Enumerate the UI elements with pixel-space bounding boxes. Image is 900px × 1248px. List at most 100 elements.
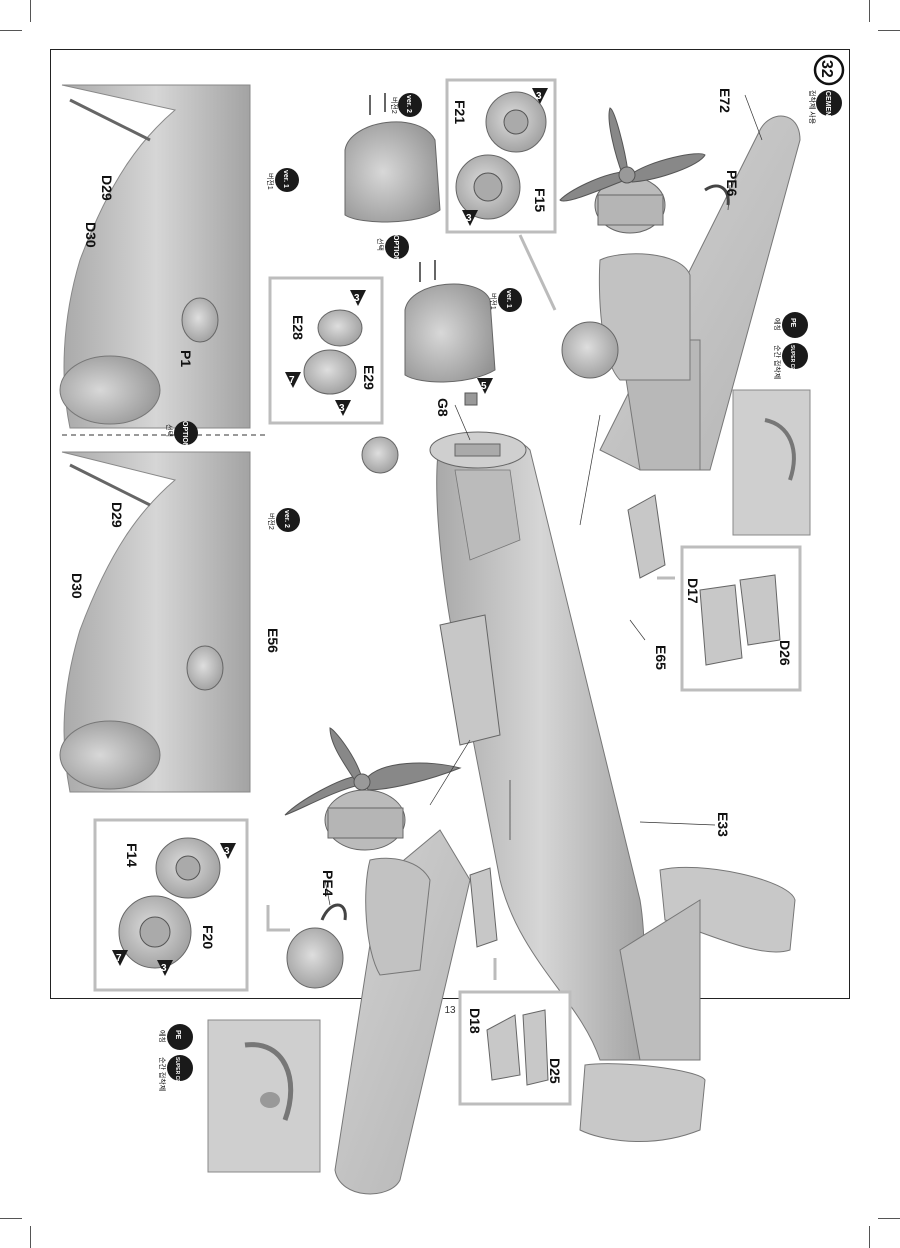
- glue-badge-text: SUPER CEMENT: [789, 345, 795, 385]
- label-e65: E65: [653, 645, 669, 670]
- crop-mark: [869, 0, 870, 22]
- label-pe6: PE6: [724, 170, 740, 197]
- option-badge-turret: OPTION 선택: [376, 235, 409, 262]
- crop-mark: [869, 1226, 870, 1248]
- tri-label: 7: [289, 375, 295, 386]
- pe-badge-text: PE: [174, 1030, 181, 1040]
- pe-detail-upper: [732, 389, 811, 536]
- part-labels: E72 PE6 F21 F15 E28 E29 G8 D17 D26 E65 E…: [69, 88, 793, 1084]
- pe-badge-text: PE: [789, 318, 796, 328]
- tri-label: 3: [339, 403, 345, 414]
- label-e28: E28: [290, 315, 306, 340]
- crop-mark: [30, 0, 31, 22]
- crop-mark: [0, 1218, 22, 1219]
- tri-label: 3: [536, 91, 542, 102]
- instruction-frame: [50, 49, 850, 999]
- main-wheel-lower: [286, 927, 344, 989]
- engine-nacelle-lower: [324, 789, 431, 976]
- ver2-text: ver. 2: [283, 510, 290, 528]
- ver1-caption: 버전1: [266, 173, 275, 190]
- option-caption: 선택: [376, 238, 385, 251]
- label-pe4: PE4: [320, 870, 336, 897]
- propeller-upper: [559, 107, 706, 202]
- wheel-tire-e29: [303, 349, 357, 395]
- flap-part: [627, 494, 666, 579]
- label-d25: D25: [547, 1058, 563, 1084]
- glue-badge-text: SUPER CEMENT: [174, 1057, 180, 1097]
- tail-assembly: [579, 866, 796, 1143]
- pe-caption: 에칭: [158, 1030, 167, 1043]
- nose-detail-ver2: [59, 451, 251, 793]
- label-d30-ver2: D30: [69, 573, 85, 599]
- label-f20: F20: [200, 925, 216, 949]
- flap-part: [469, 867, 498, 948]
- label-d26: D26: [777, 640, 793, 666]
- wheel-hub-e28: [317, 309, 363, 347]
- crop-mark: [878, 30, 900, 31]
- tri-label: 5: [481, 381, 487, 392]
- crop-mark: [878, 1218, 900, 1219]
- part-g8: [464, 392, 478, 406]
- ver2-text: ver. 2: [405, 95, 412, 113]
- label-e72: E72: [717, 88, 733, 113]
- triangle-markers: 3 3 3 7 3 5 3 7 3: [112, 88, 548, 976]
- nose-section: [429, 431, 527, 469]
- pe-part-pe6: [704, 184, 730, 206]
- nose-detail-ver1: [59, 84, 251, 429]
- assembly-arrows: [266, 234, 675, 980]
- ver1-badge-detail: ver. 1 버전1: [266, 168, 299, 192]
- left-wing: [334, 829, 471, 1195]
- ver1-text: ver. 1: [505, 290, 512, 308]
- option-text: OPTION: [181, 421, 188, 448]
- turret-ver1: [404, 260, 496, 383]
- option-badge-detail: OPTION 선택: [165, 421, 198, 448]
- ver1-caption: 버전1: [489, 293, 498, 310]
- ver1-text: ver. 1: [282, 170, 289, 188]
- tri-label: 7: [116, 953, 122, 964]
- pe-caption: 에칭: [773, 318, 782, 331]
- ver2-caption: 버전2: [267, 513, 276, 530]
- label-d29-ver2: D29: [109, 502, 125, 528]
- crop-mark: [0, 30, 22, 31]
- leader-lines: [324, 94, 763, 906]
- turret-ver2: [344, 93, 441, 223]
- pe-badge-lower: PE 에칭 SUPER CEMENT 순간 접착제: [158, 1024, 193, 1097]
- step-number: 32: [818, 60, 835, 78]
- crop-mark: [30, 1226, 31, 1248]
- tri-label: 3: [224, 846, 230, 857]
- cement-caption: 접착제 사용: [808, 90, 817, 125]
- step-marker: 32: [813, 54, 845, 86]
- label-f15: F15: [532, 188, 548, 212]
- tri-label: 3: [354, 293, 360, 304]
- ver2-caption: 버전2: [390, 97, 399, 114]
- label-d17: D17: [685, 578, 701, 604]
- cement-badge-text: CEMENT: [824, 91, 831, 121]
- label-e56: E56: [265, 628, 281, 653]
- label-e29: E29: [361, 365, 377, 390]
- label-f21: F21: [452, 100, 468, 124]
- nose-wheel: [361, 436, 399, 474]
- page-number: 13: [444, 1005, 456, 1016]
- cement-badge: CEMENT 접착제 사용: [808, 90, 842, 125]
- label-g8: G8: [435, 398, 451, 417]
- option-text: OPTION: [392, 235, 399, 262]
- label-p1: P1: [178, 350, 194, 367]
- label-e33: E33: [715, 812, 731, 837]
- glue-caption: 순간 접착제: [773, 345, 782, 379]
- engine-nacelle-upper: [594, 176, 691, 381]
- tri-label: 3: [466, 213, 472, 224]
- pe-badge-upper: PE 에칭 SUPER CEMENT 순간 접착제: [773, 312, 808, 385]
- flap-part: [439, 614, 501, 746]
- ver2-badge-detail: ver. 2 버전2: [267, 508, 300, 532]
- label-d30-ver1: D30: [83, 222, 99, 248]
- pe-detail-lower: [207, 1019, 321, 1173]
- main-wheel-upper: [561, 321, 619, 379]
- label-d18: D18: [467, 1008, 483, 1034]
- fuselage: [436, 433, 645, 1061]
- wheel-box-nose: [268, 276, 384, 425]
- glue-caption: 순간 접착제: [158, 1057, 167, 1091]
- tri-label: 3: [161, 963, 167, 974]
- ver1-badge-turret: ver. 1 버전1: [489, 288, 522, 312]
- flap-box-d17-d26: [680, 545, 802, 692]
